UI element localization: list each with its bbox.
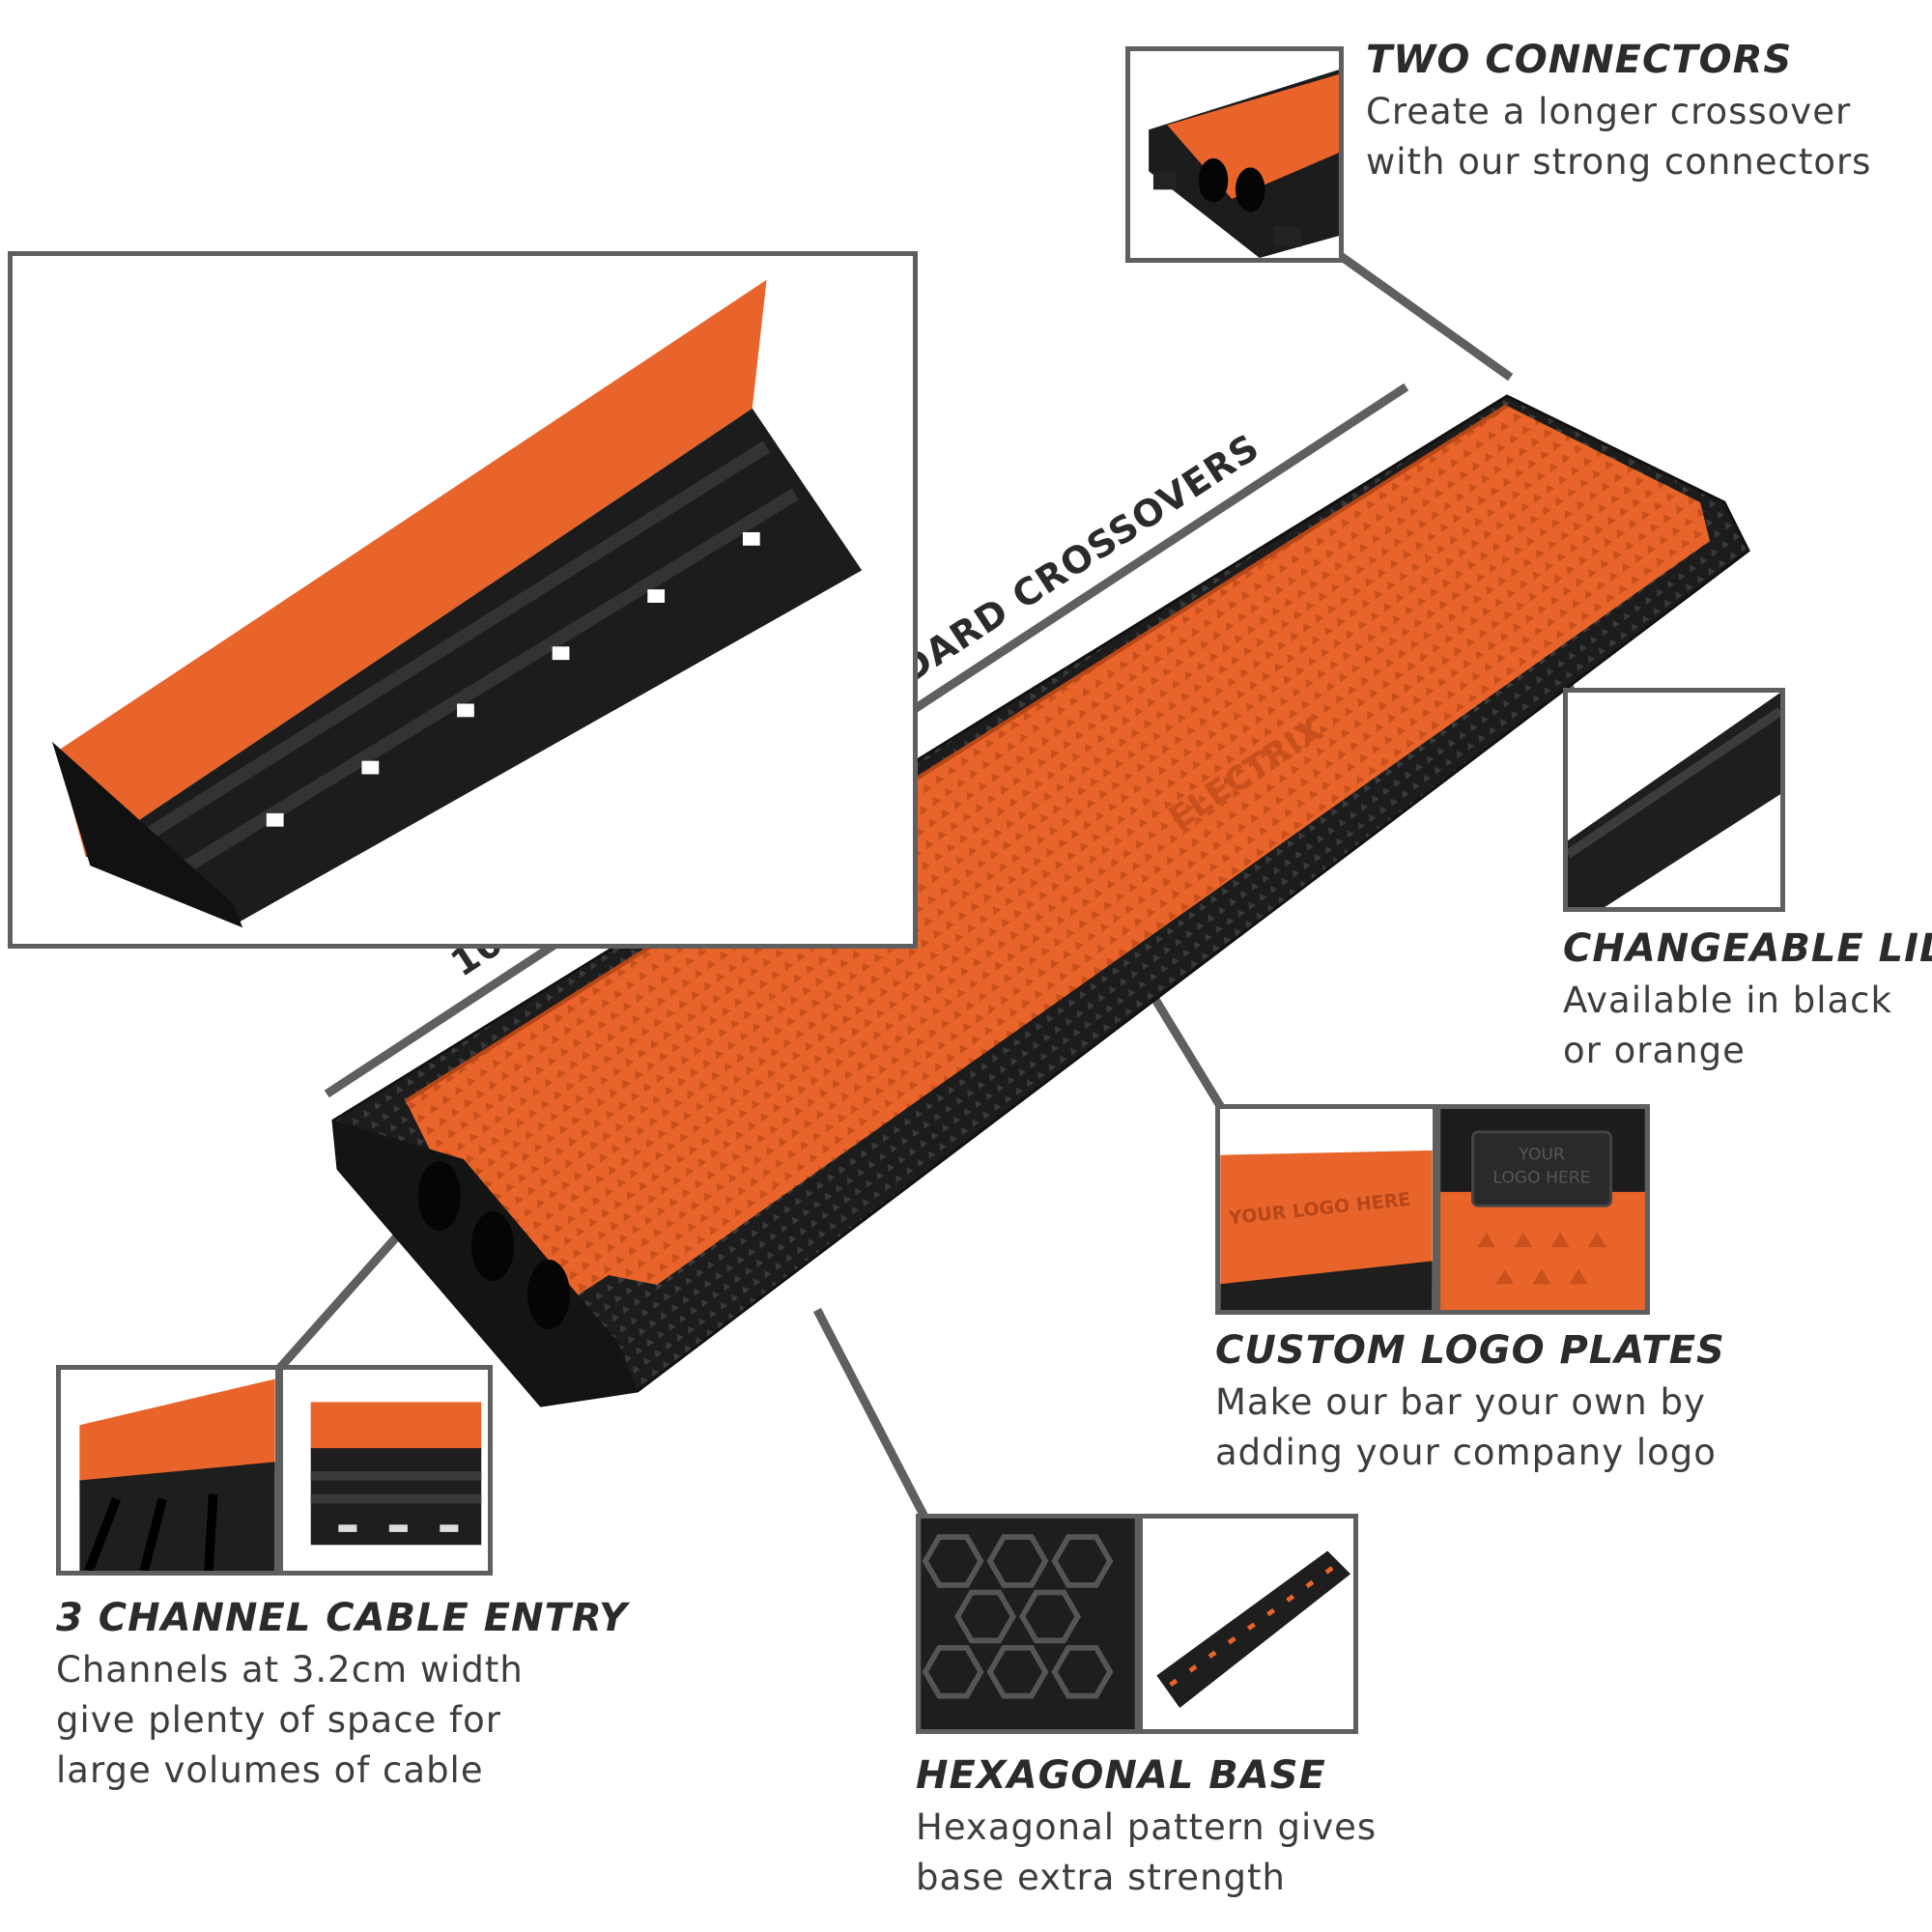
open-lid-inset (8, 251, 918, 949)
connector-line-hexagonal (812, 1307, 932, 1525)
logo-plate-image: YOUR LOGO HERE (1440, 1109, 1645, 1310)
open-lid-image (14, 256, 912, 944)
feature-two-connectors: TWO CONNECTORS Create a longer crossover… (1366, 39, 1871, 187)
connector-line-two-connectors (1338, 252, 1514, 382)
feature-title: CHANGEABLE LID (1563, 926, 1932, 971)
hexagon-base-image (921, 1519, 1135, 1729)
plate-line-1: YOUR (1518, 1145, 1565, 1164)
two-connectors-image (1130, 51, 1339, 258)
feature-desc: Make our bar your own by adding your com… (1215, 1378, 1725, 1478)
desc-line: Hexagonal pattern gives (916, 1806, 1378, 1848)
feature-custom-logo: CUSTOM LOGO PLATES Make our bar your own… (1215, 1329, 1725, 1478)
feature-title: CUSTOM LOGO PLATES (1215, 1328, 1725, 1373)
desc-line: or orange (1563, 1030, 1746, 1071)
desc-line: Available in black (1563, 980, 1892, 1021)
feature-title: 3 CHANNEL CABLE ENTRY (56, 1596, 628, 1640)
changeable-lid-image (1568, 693, 1780, 907)
desc-line: Make our bar your own by (1215, 1381, 1706, 1423)
desc-line: Create a longer crossover (1366, 91, 1852, 132)
desc-line: adding your company logo (1215, 1432, 1717, 1473)
hexagon-ramp-inset (1138, 1514, 1358, 1734)
connector-line-cable-entry (271, 1222, 411, 1377)
feature-desc: Channels at 3.2cm width give plenty of s… (56, 1645, 628, 1796)
desc-line: large volumes of cable (56, 1749, 484, 1791)
hexagon-ramp-image (1143, 1519, 1353, 1729)
two-connectors-inset (1125, 46, 1344, 263)
channels-image (283, 1370, 488, 1571)
feature-desc: Create a longer crossover with our stron… (1366, 87, 1871, 187)
desc-line: with our strong connectors (1366, 141, 1872, 183)
crossover-ramp: ELECTRIX (331, 394, 1750, 1407)
feature-title: TWO CONNECTORS (1366, 38, 1793, 82)
feature-title: HEXAGONAL BASE (916, 1753, 1326, 1798)
desc-line: give plenty of space for (56, 1699, 501, 1741)
desc-line: base extra strength (916, 1857, 1286, 1898)
feature-cable-entry: 3 CHANNEL CABLE ENTRY Channels at 3.2cm … (56, 1597, 628, 1796)
feature-hexagonal-base: HEXAGONAL BASE Hexagonal pattern gives b… (916, 1754, 1377, 1903)
cable-entry-image (61, 1370, 275, 1571)
channels-inset (278, 1365, 493, 1576)
plate-line-2: LOGO HERE (1492, 1168, 1590, 1187)
logo-plate-inset: YOUR LOGO HERE (1435, 1104, 1650, 1315)
changeable-lid-inset (1563, 688, 1785, 912)
feature-changeable-lid: CHANGEABLE LID Available in black or ora… (1563, 927, 1932, 1076)
logo-lid-image: YOUR LOGO HERE (1220, 1109, 1433, 1310)
logo-lid-inset: YOUR LOGO HERE (1215, 1104, 1437, 1315)
feature-desc: Available in black or orange (1563, 976, 1932, 1076)
feature-desc: Hexagonal pattern gives base extra stren… (916, 1803, 1377, 1903)
desc-line: Channels at 3.2cm width (56, 1649, 524, 1690)
hexagon-base-inset (916, 1514, 1140, 1734)
cable-entry-inset (56, 1365, 280, 1576)
